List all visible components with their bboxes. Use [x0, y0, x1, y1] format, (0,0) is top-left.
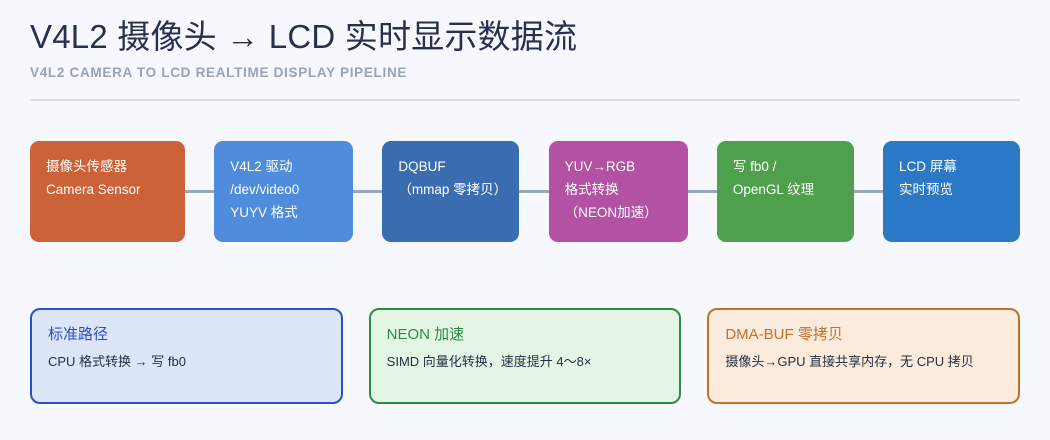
header: V4L2 摄像头 → LCD 实时显示数据流 V4L2 CAMERA TO LC…	[30, 16, 1020, 80]
note-card-standard-path[interactable]: 标准路径 CPU 格式转换 → 写 fb0	[30, 308, 343, 404]
node-line: Camera Sensor	[46, 182, 141, 197]
node-line: （NEON加速）	[564, 205, 658, 220]
connector-arrow-icon	[853, 190, 884, 193]
note-card-body: SIMD 向量化转换，速度提升 4～8×	[386, 354, 592, 369]
node-line: 写 fb0 /	[732, 159, 777, 174]
header-divider	[30, 99, 1020, 101]
pipeline-node-write-fb0[interactable]: 写 fb0 / OpenGL 纹理	[716, 141, 854, 242]
pipeline-node-dqbuf[interactable]: DQBUF （mmap 零拷贝）	[382, 141, 520, 242]
node-line: 实时预览	[899, 182, 954, 197]
connector-arrow-icon	[185, 190, 215, 193]
connector-arrow-icon	[353, 190, 383, 193]
node-line: YUYV 格式	[230, 205, 298, 220]
pipeline-flow: 摄像头传感器 Camera Sensor V4L2 驱动 /dev/video0…	[30, 141, 1021, 242]
pipeline-node-camera-sensor[interactable]: 摄像头传感器 Camera Sensor	[30, 141, 185, 242]
note-cards: 标准路径 CPU 格式转换 → 写 fb0 NEON 加速 SIMD 向量化转换…	[30, 308, 1021, 404]
note-card-title: DMA-BUF 零拷贝	[725, 326, 843, 343]
pipeline-node-lcd-screen[interactable]: LCD 屏幕 实时预览	[883, 141, 1021, 242]
note-card-body: 摄像头→GPU 直接共享内存，无 CPU 拷贝	[725, 354, 974, 369]
page-title: V4L2 摄像头 → LCD 实时显示数据流	[30, 18, 578, 55]
node-line: （mmap 零拷贝）	[398, 182, 508, 197]
node-line: DQBUF	[398, 159, 446, 174]
connector-arrow-icon	[687, 190, 717, 193]
node-line: 格式转换	[564, 182, 619, 197]
note-card-neon-acceleration[interactable]: NEON 加速 SIMD 向量化转换，速度提升 4～8×	[368, 308, 682, 404]
pipeline-node-v4l2-driver[interactable]: V4L2 驱动 /dev/video0 YUYV 格式	[214, 141, 354, 242]
connector-arrow-icon	[519, 190, 549, 193]
node-line: V4L2 驱动	[230, 159, 293, 174]
note-card-body: CPU 格式转换 → 写 fb0	[48, 354, 186, 369]
node-line: 摄像头传感器	[46, 159, 127, 174]
node-line: YUV→RGB	[564, 159, 636, 174]
page-subtitle: V4L2 CAMERA TO LCD REALTIME DISPLAY PIPE…	[30, 65, 408, 81]
note-card-dma-buf-zero-copy[interactable]: DMA-BUF 零拷贝 摄像头→GPU 直接共享内存，无 CPU 拷贝	[707, 308, 1021, 404]
note-card-title: NEON 加速	[386, 326, 465, 343]
node-line: LCD 屏幕	[899, 159, 957, 174]
node-line: OpenGL 纹理	[732, 182, 815, 197]
pipeline-node-yuv-to-rgb[interactable]: YUV→RGB 格式转换 （NEON加速）	[548, 141, 688, 242]
note-card-title: 标准路径	[48, 326, 109, 343]
node-line: /dev/video0	[230, 182, 300, 197]
